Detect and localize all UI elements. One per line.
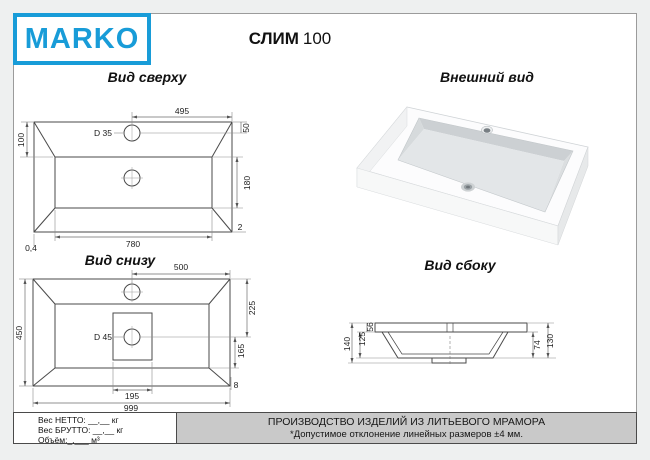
- dim-right-height: 130: [545, 334, 555, 348]
- production-notice-title: ПРОИЗВОДСТВО ИЗДЕЛИЙ ИЗ ЛИТЬЕВОГО МРАМОР…: [267, 416, 546, 428]
- external-view-title: Внешний вид: [440, 69, 534, 85]
- top-view-dimension-lines: [25, 115, 242, 239]
- side-view-faucet-ticks: [446, 323, 454, 332]
- dim-top-to-faucet: 50: [241, 123, 251, 133]
- top-view-centerlines: [121, 124, 143, 189]
- model-size: 100: [302, 29, 332, 48]
- top-view-basin: [54, 156, 213, 209]
- dim-edge-offset: 8: [234, 380, 239, 390]
- dim-rim-height: 56: [365, 322, 375, 332]
- sink-right-face: [557, 146, 589, 246]
- model-name: СЛИМ: [248, 29, 299, 48]
- tolerance-note: *Допустимое отклонение линейных размеров…: [290, 429, 523, 440]
- volume-field: Объём:_,___ м³: [38, 435, 100, 445]
- bottom-view-dimension-lines: [23, 272, 249, 405]
- dim-recess-width: 195: [125, 391, 139, 401]
- bottom-view-extension-lines: [19, 270, 251, 407]
- dim-top-to-drain: 225: [247, 301, 257, 315]
- dim-total-height: 140: [342, 337, 352, 351]
- dim-top-to-basin: 100: [16, 133, 26, 147]
- dim-faucet-to-right-top: 495: [175, 106, 189, 116]
- sink-basin-left-wall: [398, 118, 424, 160]
- net-weight-field: Вес НЕТТО: __,__ кг: [38, 415, 119, 425]
- dim-corner-right: 2: [238, 222, 243, 232]
- side-view-title: Вид сбоку: [424, 257, 496, 273]
- dim-bowl-height: 125: [357, 332, 367, 346]
- external-view-drawing: [356, 106, 589, 246]
- bottom-view-title: Вид снизу: [84, 252, 156, 268]
- dim-drain-to-bottom: 165: [236, 344, 246, 358]
- dim-basin-width: 780: [126, 239, 140, 249]
- dim-faucet-hole-diameter: D 35: [94, 128, 112, 138]
- bottom-view-basin: [54, 303, 210, 369]
- production-notice-box: ПРОИЗВОДСТВО ИЗДЕЛИЙ ИЗ ЛИТЬЕВОГО МРАМОР…: [176, 412, 637, 444]
- top-view-title: Вид сверху: [107, 69, 187, 85]
- side-view-dimension-lines: [350, 323, 550, 363]
- dim-drain-hole-diameter: D 45: [94, 332, 112, 342]
- bottom-view-corner-chamfers: [32, 278, 231, 387]
- sink-basin-bottom: [398, 129, 564, 212]
- side-view-rim: [374, 322, 528, 333]
- drain-3d-center: [466, 185, 470, 189]
- brand-logo-text: MARKO: [24, 22, 140, 55]
- faucet-hole-3d-inner: [483, 128, 491, 133]
- dim-faucet-to-right-bottom: 500: [174, 262, 188, 272]
- sink-basin-opening-edge: [397, 117, 574, 213]
- dim-total-width: 999: [124, 403, 138, 413]
- side-view-drain-stub: [431, 357, 467, 364]
- side-view-drawing: 56 125 140 74 130: [342, 322, 556, 366]
- side-view-bowl-inner: [387, 331, 504, 355]
- top-view-corner-chamfers: [33, 121, 233, 233]
- dim-inner-depth: 74: [532, 340, 542, 350]
- dim-total-depth: 450: [14, 326, 24, 340]
- gross-weight-field: Вес БРУТТО: __,__ кг: [38, 425, 124, 435]
- brand-logo: MARKO: [13, 13, 151, 65]
- bottom-view-drawing: 500 225 D 45 165 450 195 999 8: [14, 262, 257, 413]
- bottom-view-centerlines: [121, 282, 143, 348]
- top-view-drawing: 495 50 100 D 35 180 2 0,4 780: [16, 106, 252, 253]
- dim-corner-left: 0,4: [25, 243, 37, 253]
- sink-basin-back-wall: [419, 118, 573, 161]
- weight-info-box: Вес НЕТТО: __,__ кг Вес БРУТТО: __,__ кг…: [13, 412, 177, 445]
- dim-basin-height: 180: [242, 176, 252, 190]
- drain-recess-square: [112, 312, 153, 361]
